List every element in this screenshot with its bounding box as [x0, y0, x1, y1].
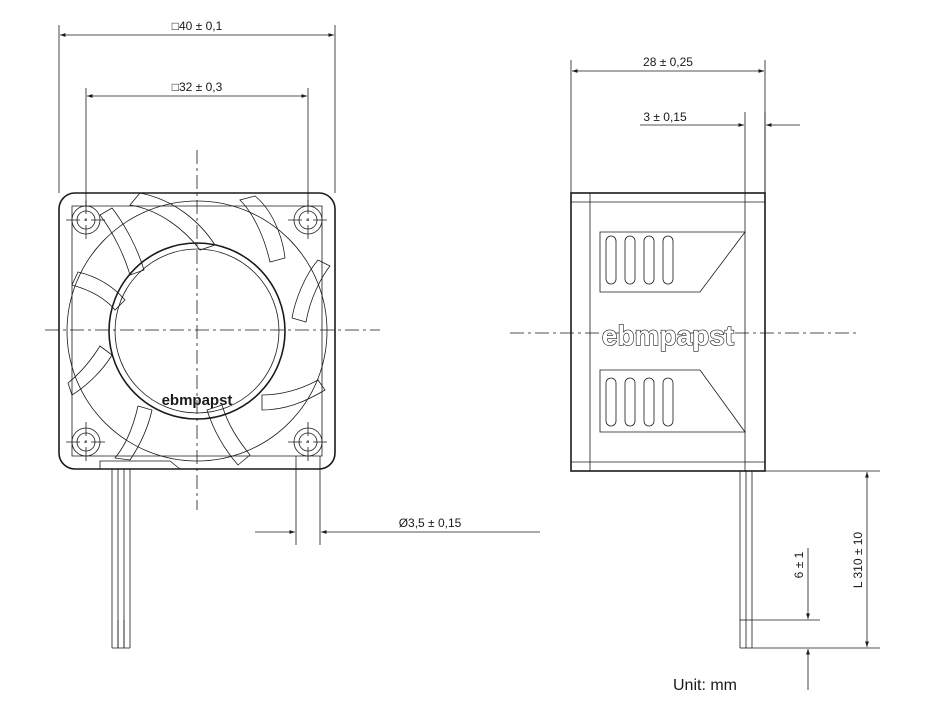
dim-depth-label: 28 ± 0,25: [643, 55, 693, 69]
dim-flange: 3 ± 0,15: [640, 110, 800, 193]
fan-housing-side: [570, 192, 766, 472]
dim-strip-length-label: 6 ± 1: [792, 551, 806, 578]
dim-hole-diameter-label: Ø3,5 ± 0,15: [399, 516, 462, 530]
dim-hole-diameter: Ø3,5 ± 0,15: [255, 456, 540, 545]
venturi-ring: [66, 200, 328, 462]
dim-lead-length-label: L 310 ± 10: [851, 532, 865, 589]
side-logo: ebmpapst: [602, 320, 734, 351]
dim-hole-spacing-label: □32 ± 0,3: [172, 80, 223, 94]
dim-depth: 28 ± 0,25: [570, 55, 766, 193]
fan-blades: [67, 192, 331, 466]
hub-inner-rim: [114, 248, 280, 414]
fan-hub: [108, 242, 286, 420]
dim-lead-length: L 310 ± 10: [752, 470, 880, 649]
lower-vent-slots: [599, 369, 746, 433]
dim-flange-label: 3 ± 0,15: [643, 110, 687, 124]
lead-wires: [111, 469, 131, 649]
dim-frame-outer-label: □40 ± 0,1: [172, 19, 223, 33]
side-lead-wires: [739, 471, 753, 649]
cable-channel: [99, 460, 181, 470]
unit-note: Unit: mm: [673, 677, 737, 694]
dim-hole-spacing: □32 ± 0,3: [85, 80, 309, 206]
mounting-holes: [66, 200, 328, 462]
fan-frame: [58, 192, 336, 470]
upper-vent-slots: [599, 231, 746, 293]
dim-frame-outer: □40 ± 0,1: [58, 19, 336, 193]
dim-strip-length: 6 ± 1: [752, 548, 820, 690]
side-view: ebmpapst 28 ± 0,25: [510, 55, 880, 694]
frame-inner-edge: [71, 205, 323, 457]
front-logo: ebmpapst: [162, 392, 233, 409]
front-view: ebmpapst □40 ± 0,1 □32 ± 0,3: [45, 19, 540, 649]
